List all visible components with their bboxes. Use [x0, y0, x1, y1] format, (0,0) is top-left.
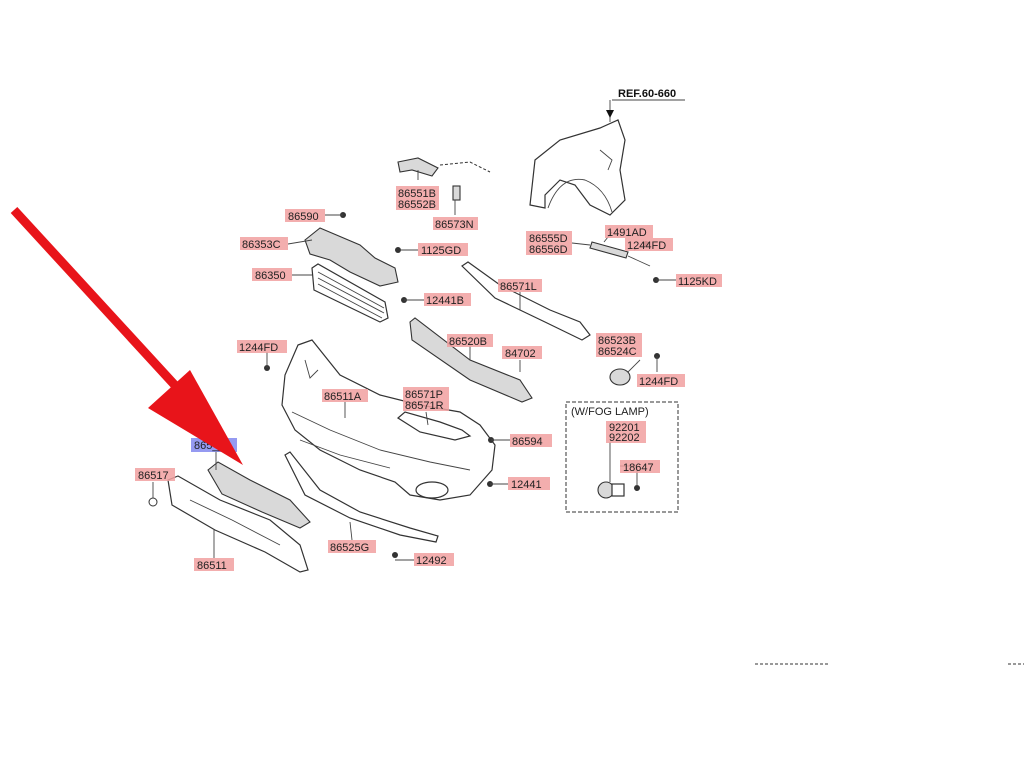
garnish-86571p-part — [396, 411, 472, 441]
radiator-grille-86350-part — [311, 263, 389, 323]
svg-text:86573N: 86573N — [435, 219, 474, 231]
label-1244fd-left: 1244FD — [237, 340, 287, 354]
label-1125gd: 1125GD — [418, 243, 468, 257]
svg-text:86520B: 86520B — [449, 336, 487, 348]
label-12492: 12492 — [414, 553, 454, 567]
beam-86520b-part — [409, 317, 533, 403]
label-12441: 12441 — [508, 477, 550, 491]
label-86511: 86511 — [194, 558, 234, 572]
svg-text:86556D: 86556D — [529, 244, 568, 256]
bracket-86551b-part — [397, 157, 439, 177]
svg-text:92201: 92201 — [609, 422, 640, 434]
svg-text:86511: 86511 — [197, 560, 227, 572]
label-86571p: 86571P 86571R — [403, 387, 449, 412]
label-86353c: 86353C — [240, 237, 288, 251]
label-1125kd: 1125KD — [676, 274, 722, 288]
strip-86555d-part — [589, 241, 651, 267]
svg-text:12492: 12492 — [416, 555, 447, 567]
fog-bezel-part — [609, 368, 631, 386]
svg-text:92202: 92202 — [609, 432, 640, 444]
label-92201: 92201 92202 — [606, 421, 646, 444]
svg-text:1125KD: 1125KD — [678, 276, 717, 288]
lip-86525g-part — [284, 451, 439, 543]
red-arrow-icon — [10, 206, 243, 465]
ref-arrow-icon — [606, 110, 614, 118]
grille-support-86353c-part — [304, 227, 399, 287]
leader-lines — [152, 170, 676, 561]
svg-text:86594: 86594 — [512, 436, 543, 448]
svg-text:1125GD: 1125GD — [421, 245, 461, 257]
label-86571l: 86571L — [498, 279, 542, 293]
svg-text:86350: 86350 — [255, 270, 286, 282]
svg-text:86571R: 86571R — [405, 400, 444, 412]
label-86594: 86594 — [510, 434, 552, 448]
clip-86573n-part — [452, 185, 461, 201]
label-12441b: 12441B — [424, 293, 471, 307]
label-1244fd-top: 1244FD — [625, 238, 673, 252]
svg-text:1491AD: 1491AD — [607, 227, 647, 239]
svg-text:86590: 86590 — [288, 211, 319, 223]
svg-text:86353C: 86353C — [242, 239, 281, 251]
svg-text:12441B: 12441B — [426, 295, 464, 307]
label-18647: 18647 — [620, 460, 660, 474]
label-86517: 86517 — [135, 468, 175, 482]
label-86590: 86590 — [285, 209, 325, 223]
label-86511a: 86511A — [322, 389, 368, 403]
label-1491ad: 1491AD — [605, 225, 653, 239]
fog-lamp-part — [597, 481, 625, 499]
svg-text:86511A: 86511A — [324, 391, 362, 403]
svg-text:86552B: 86552B — [398, 199, 436, 211]
svg-text:86523B: 86523B — [598, 335, 636, 347]
fender-part — [529, 119, 626, 216]
svg-text:86551B: 86551B — [398, 188, 436, 200]
svg-text:86524C: 86524C — [598, 346, 637, 358]
dashed-guide — [439, 161, 491, 173]
svg-text:86555D: 86555D — [529, 233, 568, 245]
fog-lamp-title: (W/FOG LAMP) — [571, 406, 649, 418]
svg-text:86517: 86517 — [138, 470, 169, 482]
svg-text:1244FD: 1244FD — [639, 376, 678, 388]
label-86525g: 86525G — [328, 540, 376, 554]
ref-label: REF.60-660 — [618, 88, 676, 100]
svg-text:18647: 18647 — [623, 462, 654, 474]
absorber-86571l-part — [461, 261, 591, 341]
label-86350: 86350 — [252, 268, 292, 282]
lower-grille-part — [207, 461, 311, 529]
label-86551b: 86551B 86552B — [396, 186, 439, 211]
label-86573n: 86573N — [433, 217, 478, 231]
svg-text:1244FD: 1244FD — [627, 240, 666, 252]
label-1244fd-right: 1244FD — [637, 374, 685, 388]
fog-lamp-box — [565, 401, 679, 513]
svg-text:86571P: 86571P — [405, 389, 443, 401]
svg-text:1244FD: 1244FD — [239, 342, 278, 354]
label-86520b: 86520B — [447, 334, 493, 348]
lower-bezel-86511-part — [167, 475, 309, 573]
label-86555d: 86555D 86556D — [526, 231, 572, 256]
label-86523b: 86523B 86524C — [596, 333, 642, 358]
label-84702: 84702 — [502, 346, 542, 360]
svg-text:84702: 84702 — [505, 348, 536, 360]
svg-text:12441: 12441 — [511, 479, 542, 491]
svg-text:86525G: 86525G — [330, 542, 369, 554]
svg-text:86571L: 86571L — [500, 281, 537, 293]
bumper-cover-86511a-part — [281, 339, 496, 501]
